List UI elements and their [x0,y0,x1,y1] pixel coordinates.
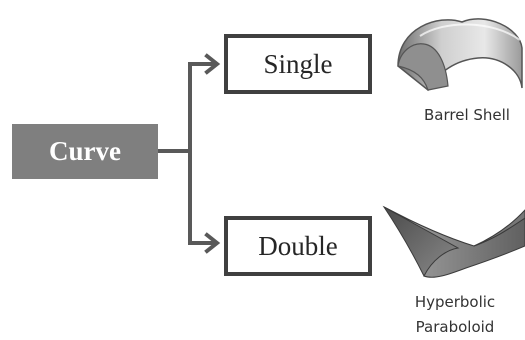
barrel-shell-caption: Barrel Shell [412,103,522,128]
double-box: Double [224,216,372,276]
single-label: Single [263,48,333,79]
curve-box: Curve [12,124,158,179]
hyperbolic-label: Hyperbolic [414,293,496,311]
curve-label: Curve [49,136,121,166]
single-arrowhead [204,53,221,75]
hyperbolic-paraboloid-caption: Hyperbolic Paraboloid [400,290,510,340]
single-box: Single [224,34,372,94]
double-label: Double [258,230,338,261]
double-arrowhead [204,232,221,254]
barrel-shell-label: Barrel Shell [424,106,510,124]
paraboloid-label: Paraboloid [415,318,495,336]
